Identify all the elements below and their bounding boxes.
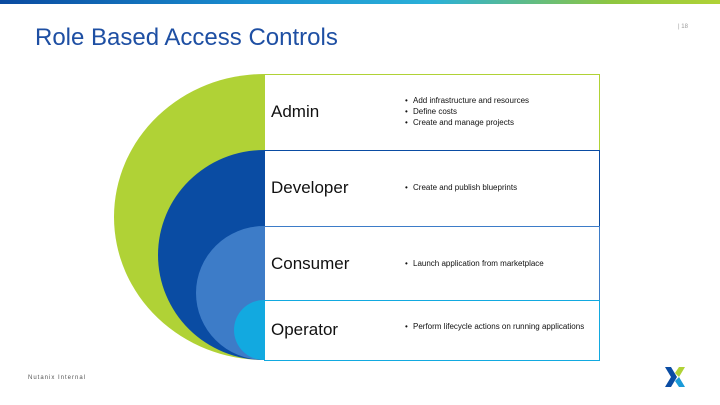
role-name: Consumer [271,254,350,273]
bullet-list: Launch application from marketplace [405,258,544,269]
role-name: Operator [271,320,339,339]
list-item: Create and publish blueprints [405,182,517,193]
footer-label: Nutanix Internal [28,375,87,381]
top-accent-bar [0,0,720,4]
role-row-admin: Admin Add infrastructure and resources D… [264,74,600,151]
operator-arc [234,300,264,360]
list-item: Define costs [405,106,529,117]
slide-title: Role Based Access Controls [35,24,338,51]
bullet-list: Add infrastructure and resources Define … [405,95,529,128]
list-item: Add infrastructure and resources [405,95,529,106]
role-row-developer: Developer Create and publish blueprints [264,150,600,227]
list-item: Create and manage projects [405,117,529,128]
role-row-operator: Operator Perform lifecycle actions on ru… [264,300,600,361]
page-number: | 18 [678,24,688,30]
list-item: Launch application from marketplace [405,258,544,269]
nutanix-x-logo [665,367,685,387]
bullet-list: Perform lifecycle actions on running app… [405,321,585,332]
role-row-consumer: Consumer Launch application from marketp… [264,226,600,301]
list-item: Perform lifecycle actions on running app… [405,321,585,332]
role-name: Developer [271,178,349,197]
role-name: Admin [271,102,320,121]
bullet-list: Create and publish blueprints [405,182,517,193]
